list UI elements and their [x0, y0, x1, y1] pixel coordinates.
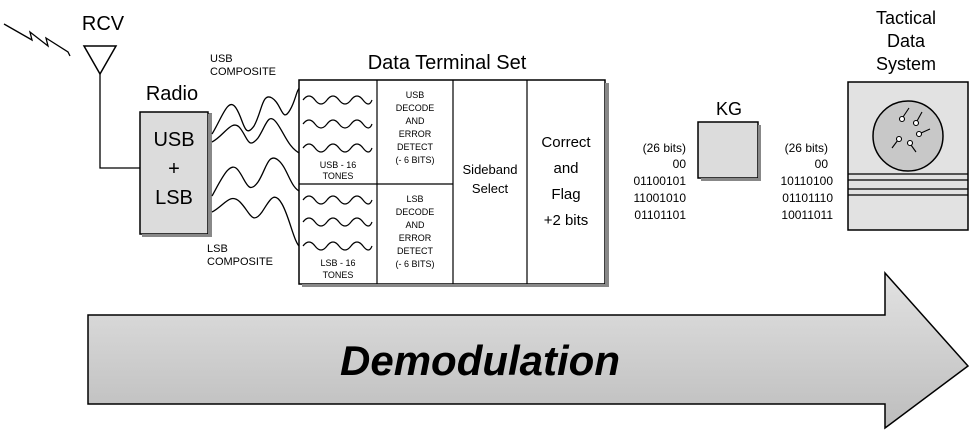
correct-line4: +2 bits: [544, 212, 589, 229]
tds-dial-icon: [872, 100, 944, 172]
bits-out-header: (26 bits): [785, 141, 828, 155]
kg-label: KG: [716, 99, 742, 119]
incoming-signal-icon: [3, 23, 71, 57]
lsb-decode-line2: DECODE: [396, 207, 435, 217]
correct-line3: Flag: [551, 186, 580, 203]
bits-out-line4: 10011011: [781, 208, 833, 222]
bits-in-line1: 00: [673, 157, 687, 171]
radio-box: USB + LSB: [139, 111, 212, 237]
demodulation-label: Demodulation: [340, 337, 620, 384]
sideband-line2: Select: [472, 181, 509, 196]
bits-out-line1: 00: [815, 157, 829, 171]
usb-tones-line2: TONES: [323, 171, 354, 181]
bits-in-header: (26 bits): [643, 141, 686, 155]
tds-box: [847, 81, 969, 231]
radio-lsb-label: LSB: [155, 187, 193, 209]
usb-decode-line4: ERROR: [399, 129, 432, 139]
kg-box: [697, 121, 761, 181]
lsb-composite-line1: LSB: [207, 243, 228, 255]
antenna-label: RCV: [82, 13, 125, 35]
usb-decode-line6: (- 6 BITS): [395, 155, 434, 165]
usb-decode-line2: DECODE: [396, 103, 435, 113]
bits-in-line3: 11001010: [634, 191, 687, 205]
lsb-tones-line1: LSB - 16: [320, 258, 355, 268]
bits-in-line2: 01100101: [634, 174, 687, 188]
radio-usb-label: USB: [153, 129, 194, 151]
bits-in-line4: 01101101: [634, 208, 686, 222]
usb-tones-line1: USB - 16: [320, 160, 357, 170]
usb-decode-line3: AND: [405, 116, 425, 126]
tds-line2: Data: [887, 31, 926, 51]
radio-plus-label: +: [168, 158, 180, 180]
lsb-decode-line4: ERROR: [399, 233, 432, 243]
usb-decode-line1: USB: [406, 90, 425, 100]
lsb-decode-line3: AND: [405, 220, 425, 230]
usb-composite-line2: COMPOSITE: [210, 66, 276, 78]
lsb-tones-waves: [302, 195, 373, 251]
lsb-composite-wave: [211, 157, 302, 249]
lsb-decode-line6: (- 6 BITS): [395, 259, 434, 269]
tds-line3: System: [876, 54, 936, 74]
lsb-tones-line2: TONES: [323, 270, 354, 280]
lsb-composite-line2: COMPOSITE: [207, 256, 273, 268]
usb-composite-wave: [211, 85, 302, 155]
bits-in-block: (26 bits) 00 01100101 11001010 01101101: [634, 141, 687, 222]
antenna-icon: [82, 45, 140, 169]
correct-line1: Correct: [541, 134, 591, 151]
bits-out-line3: 01101110: [782, 191, 833, 205]
sideband-line1: Sideband: [463, 162, 518, 177]
bits-out-block: (26 bits) 00 10110100 01101110 10011011: [781, 141, 834, 222]
dts-title: Data Terminal Set: [368, 52, 527, 74]
lsb-decode-line5: DETECT: [397, 246, 434, 256]
usb-tones-waves: [302, 95, 373, 153]
correct-line2: and: [553, 160, 578, 177]
demodulation-arrow: Demodulation: [87, 271, 970, 430]
tds-line1: Tactical: [876, 8, 936, 28]
usb-composite-line1: USB: [210, 53, 233, 65]
bits-out-line2: 10110100: [781, 174, 834, 188]
usb-decode-line5: DETECT: [397, 142, 434, 152]
radio-title: Radio: [146, 83, 198, 105]
lsb-decode-line1: LSB: [406, 194, 423, 204]
dts-box: [298, 79, 609, 287]
